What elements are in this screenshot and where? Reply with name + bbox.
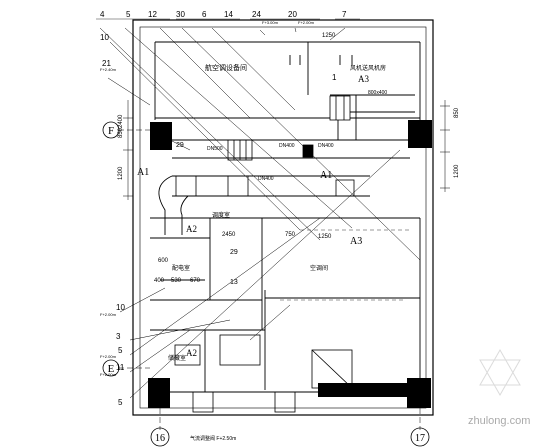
left-callouts: 10 21 29 10 3 5 11 5 [100,33,184,407]
dim-dn400-a: DN400 [279,143,295,149]
callout-left-5b: 5 [118,398,123,407]
watermark-logo [479,348,521,397]
hidden-lines [280,229,410,301]
room-label-distribution: 配电室 [172,264,190,272]
callout-left-10-top: 10 [100,33,109,42]
dim-1250-top: 1250 [322,33,336,39]
callout-13: 13 [230,279,238,286]
dim-dn500: DN500 [207,146,223,152]
top-callouts: 4 5 12 30 6 14 24 20 7 [96,10,360,20]
dimension-texts: 1250 800x400 DN500 DN400 DN400 DN400 245… [154,33,387,284]
left-level-note-2: F+2.00m [100,312,117,317]
dim-1200-right: 1200 [454,164,460,178]
grid-axis-16-label: 16 [155,433,165,444]
dim-1250-mid: 1250 [318,234,332,240]
zone-labels: A3 A1 A1 A2 A3 A2 [137,74,369,358]
watermark-text: zhulong.com [468,415,530,427]
zone-label-a3-mid: A3 [350,236,362,247]
callout-top-6: 6 [202,10,207,19]
dim-600: 600 [158,258,169,264]
callout-29-duct: 29 [176,142,184,149]
top-level-note-2: F+2.00m [298,20,315,25]
dim-750: 750 [285,232,296,238]
equipment-tag-1: 1 [332,73,337,82]
dim-2450: 2450 [222,232,236,238]
zone-label-a1-mid: A1 [320,170,332,181]
dim-530: 530 [171,278,182,284]
diagonal-section-lines [99,27,421,399]
dim-800x400: 800x400 [368,90,387,96]
interior-walls [150,41,430,393]
zone-label-a2-lower: A2 [186,348,197,358]
callout-top-24: 24 [252,10,261,19]
callout-top-5: 5 [126,10,131,19]
callout-top-30: 30 [176,10,185,19]
air-ducts [158,55,415,281]
dim-850-right: 850 [454,107,460,118]
dim-1200-left: 1200 [118,166,124,180]
dim-2400-left: 2400 [118,114,124,128]
grid-axis-17-label: 17 [415,433,425,444]
callout-left-10: 10 [116,303,125,312]
zone-label-a1-left: A1 [137,167,149,178]
zone-label-a3-top: A3 [358,74,369,84]
room-labels: 航空调设备间 风机送风机房 调度室 空调间 配电室 储藏室 [168,63,386,362]
outer-walls [132,19,434,416]
callout-29-lower: 29 [230,249,238,256]
grid-axis-f-label: F [108,125,114,137]
dim-dn400-b: DN400 [318,143,334,149]
callout-top-4: 4 [100,10,105,19]
callout-top-7: 7 [342,10,347,19]
dim-850-left: 850 [118,127,124,138]
structural-columns [148,120,432,408]
dim-400: 400 [154,278,165,284]
left-dimension-chain [123,100,133,200]
grid-axis-e-label: E [108,363,115,375]
callout-top-14: 14 [224,10,233,19]
left-level-note-1: F+2.40m [100,67,117,72]
room-label-ac-room: 空调间 [310,264,328,272]
left-level-note-3: F+2.00m [100,354,117,359]
room-label-dispatch: 调度室 [212,211,230,219]
top-level-note-1: F+3.00m [262,20,279,25]
room-label-storage: 储藏室 [168,354,186,362]
room-label-equipment: 航空调设备间 [205,63,247,72]
callout-top-12: 12 [148,10,157,19]
room-label-fan-room: 风机送风机房 [350,64,386,72]
dim-670: 670 [190,278,201,284]
grid-axes: F E 16 17 [102,121,430,447]
dim-dn400-c: DN400 [258,176,274,182]
right-dimension-chain [440,100,450,192]
callout-left-21: 21 [102,59,111,68]
bottom-valve-note: 气流调整阀 F+2.50m [190,435,236,442]
callout-left-11: 11 [116,363,125,372]
callout-left-3: 3 [116,332,121,341]
zone-label-a2-upper: A2 [186,224,197,234]
left-level-note-4: F+2.00m [100,372,117,377]
callout-left-5a: 5 [118,346,123,355]
callout-top-20: 20 [288,10,297,19]
